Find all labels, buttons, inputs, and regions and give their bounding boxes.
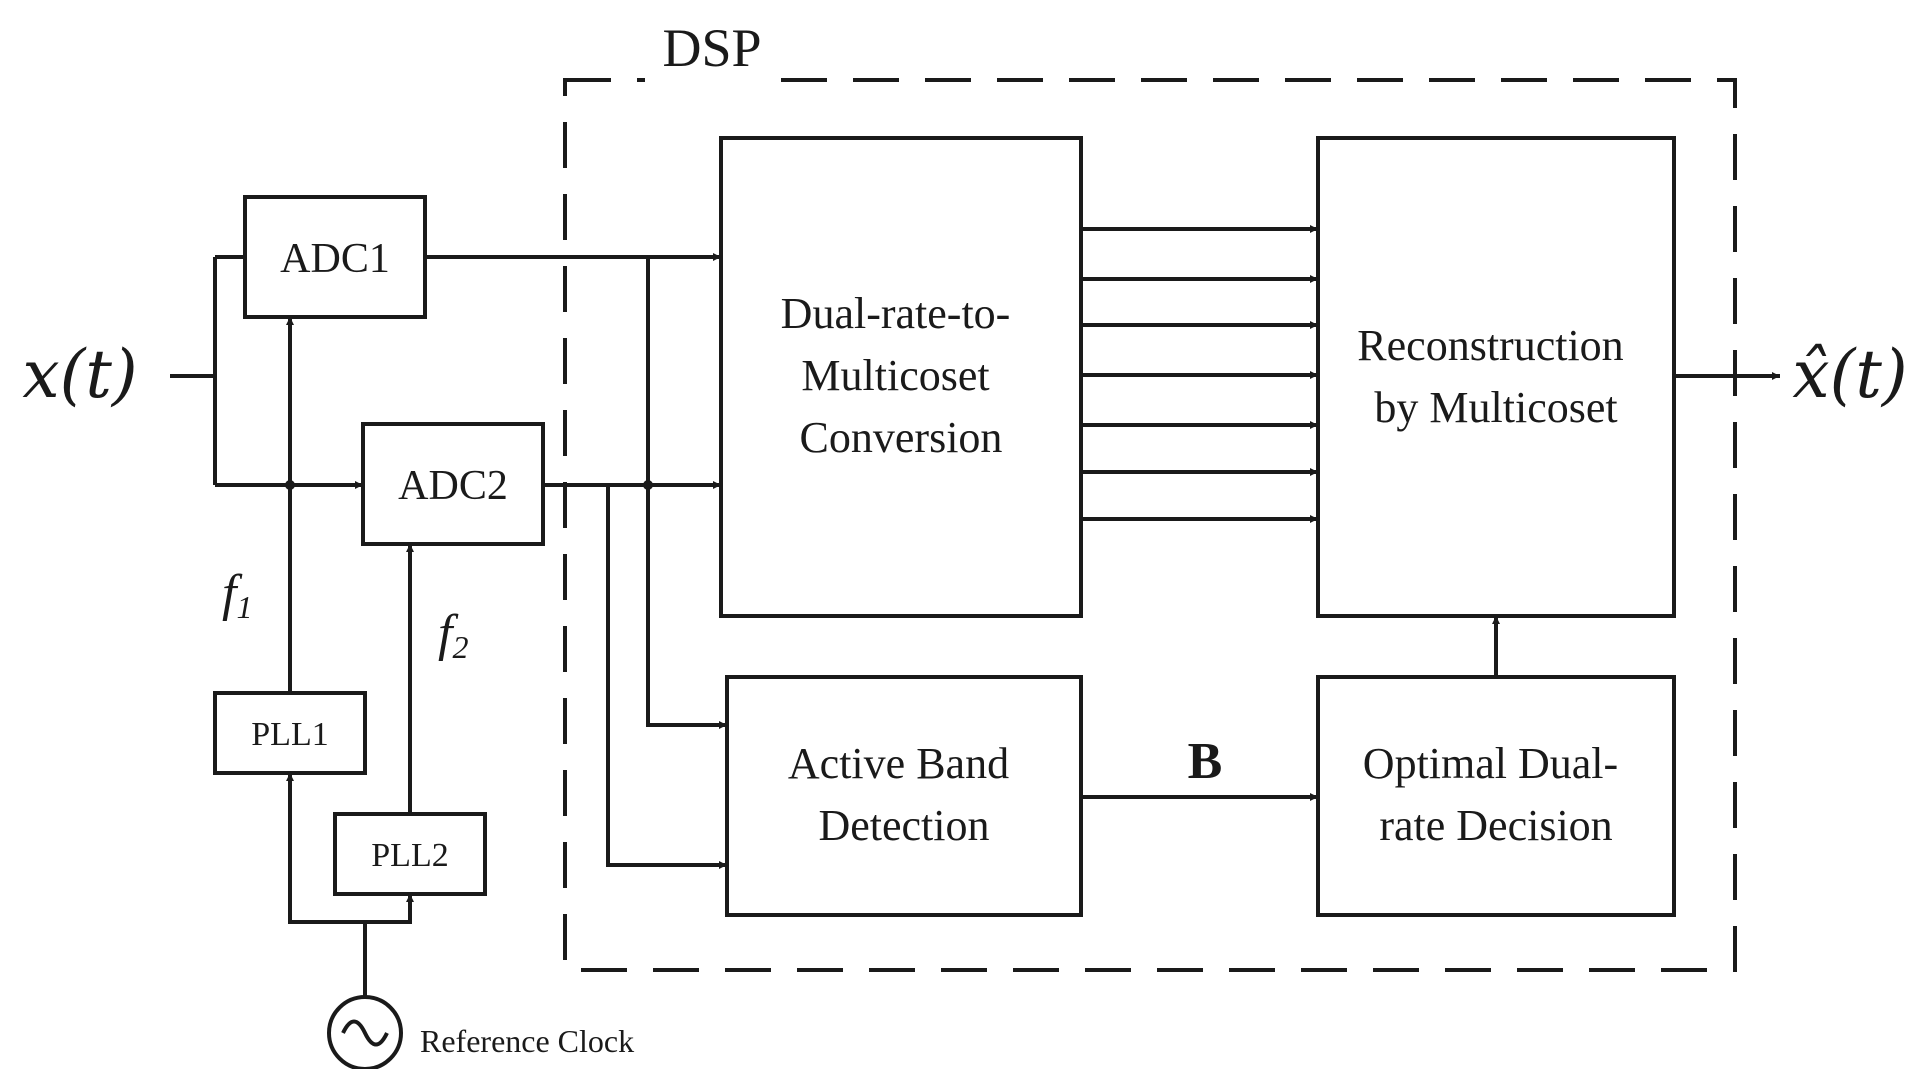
dsp-boundary	[563, 78, 1737, 972]
output-signal-label: x̂(t)	[1792, 336, 1907, 413]
pll1-label: PLL1	[251, 716, 328, 753]
conversion-label: Dual-rate-to- Multicoset Conversion	[781, 289, 1022, 462]
crossing-dot	[285, 480, 295, 490]
active-band-block	[725, 675, 1083, 917]
adc1-label: ADC1	[280, 236, 390, 282]
adc2-to-detection-wire	[606, 485, 727, 869]
reference-clock-label: Reference Clock	[420, 1023, 634, 1059]
adc1-to-detection-wire	[646, 257, 727, 729]
decision-block	[1316, 675, 1676, 917]
signal-b-label: B	[1188, 733, 1223, 790]
adc2-label: ADC2	[398, 463, 508, 509]
f2-label: f2	[438, 605, 468, 665]
active-band-label: Active Band Detection	[788, 739, 1020, 850]
reconstruction-label: Reconstruction by Multicoset	[1357, 321, 1634, 432]
clock-wire	[286, 773, 367, 997]
dsp-label: DSP	[662, 18, 761, 78]
input-wire	[170, 255, 245, 485]
f1-label: f1	[222, 565, 252, 625]
input-signal-label: x(t)	[22, 336, 137, 413]
reconstruction-block	[1316, 136, 1676, 618]
pll2-label: PLL2	[371, 837, 448, 874]
decision-label: Optimal Dual- rate Decision	[1363, 739, 1629, 850]
crossing-dot	[643, 480, 653, 490]
